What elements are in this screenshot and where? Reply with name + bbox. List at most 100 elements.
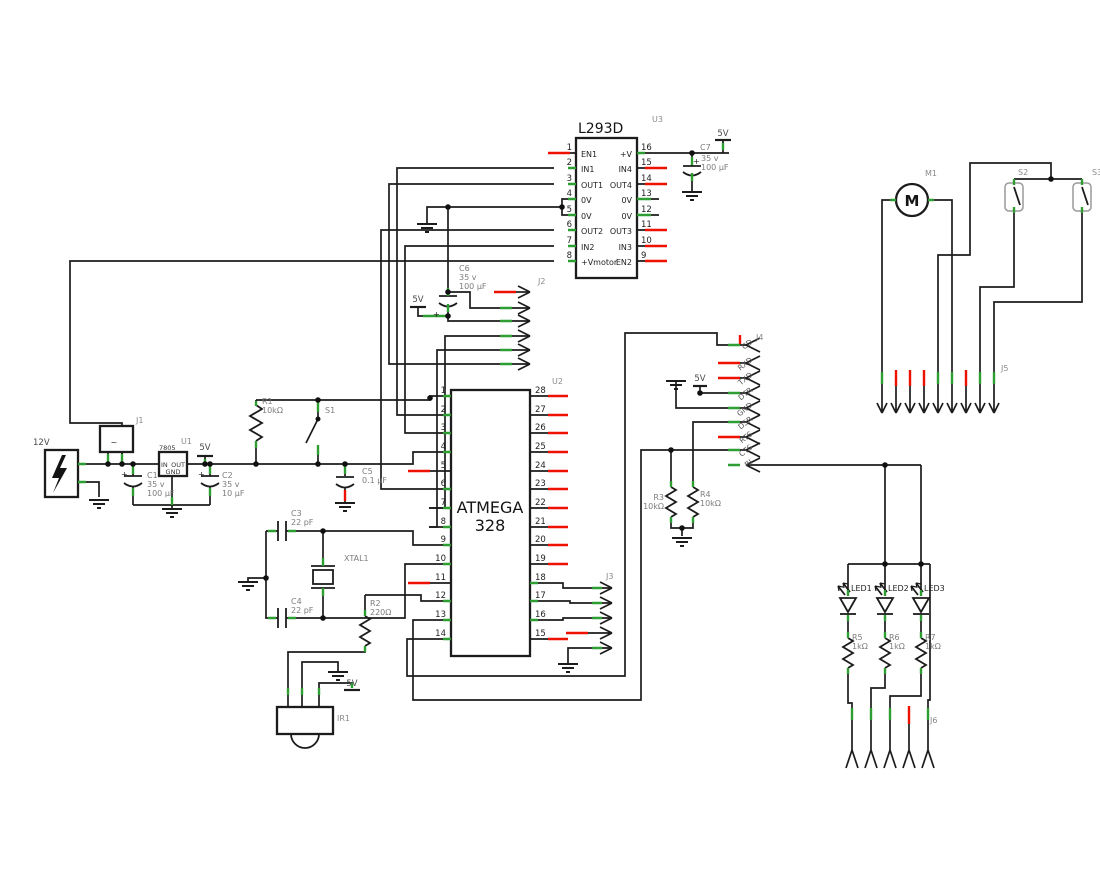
j4-pin-cd: CD	[740, 337, 754, 351]
atmega-title-line1: ATMEGA	[457, 498, 524, 517]
c6-voltage: 35 v	[459, 273, 477, 282]
atmega-pinnum-1: 1	[441, 386, 446, 396]
c1-plus: +	[121, 470, 128, 479]
l293d-pinnum-6: 6	[567, 220, 572, 230]
l293d-pinnum-11: 11	[641, 220, 652, 230]
atmega-pinnum-13: 13	[435, 610, 446, 620]
switch-s3	[1072, 182, 1092, 212]
resistor-r4	[686, 486, 700, 518]
j2-ref: J2	[537, 277, 545, 286]
c3-value: 22 pF	[291, 518, 314, 527]
crystal-section-wires	[247, 530, 429, 695]
atmega-pinnum-6: 6	[441, 479, 446, 489]
switch-s2	[1004, 182, 1024, 212]
j4-ref: J4	[755, 333, 763, 342]
ir1-ref: IR1	[337, 714, 350, 723]
atmega-pinnum-12: 12	[435, 591, 446, 601]
l293d-pinname-0v-c: 0V	[621, 196, 632, 205]
c7-ref: C7	[700, 143, 711, 152]
c7-value: 100 µF	[701, 163, 729, 172]
l293d-ref: U3	[652, 115, 663, 124]
led2-label: LED2	[888, 584, 909, 593]
r5-ref: R5	[852, 633, 863, 642]
capacitor-c1	[123, 475, 143, 488]
l293d-pinnum-16: 16	[641, 143, 652, 153]
l293d-pinnum-14: 14	[641, 174, 652, 184]
u1-part: 7805	[159, 444, 176, 452]
j4-pin-rxd: RXD	[736, 355, 754, 372]
l293d-pinname-out3: OUT3	[610, 227, 632, 236]
lightning-bolt-icon	[52, 455, 67, 493]
capacitor-c2	[200, 475, 220, 488]
l293d-pinnum-5: 5	[567, 205, 572, 215]
r1-ref: R1	[262, 397, 273, 406]
unconnected-stubs	[343, 151, 968, 724]
ground-symbols	[89, 191, 702, 681]
c2-value: 10 µF	[222, 489, 245, 498]
l293d-pinnum-9: 9	[641, 251, 646, 261]
atmega-pinnum-25: 25	[535, 442, 546, 452]
l293d-pinname-0v-a: 0V	[581, 196, 592, 205]
s3-ref: S3	[1092, 168, 1100, 177]
l293d-pinnum-8: 8	[567, 251, 572, 261]
l293d-pinname-en2: EN2	[616, 258, 632, 267]
atmega-pinnum-9: 9	[441, 535, 446, 545]
c4-ref: C4	[291, 597, 302, 606]
atmega-pinnum-2: 2	[441, 405, 446, 415]
j4-pin-rts: RTS	[738, 429, 755, 445]
c1-ref: C1	[147, 471, 158, 480]
led-led3	[910, 582, 931, 615]
l293d-pinnum-3: 3	[567, 174, 572, 184]
atmega-pinnum-7: 7	[441, 498, 446, 508]
ground-icon-c7	[682, 191, 702, 201]
l293d-pinnum-2: 2	[567, 158, 572, 168]
l293d-pinnum-1: 1	[567, 143, 572, 153]
switch-s1	[315, 416, 321, 422]
l293d-chip	[554, 136, 659, 280]
c7-5v-label: 5V	[717, 129, 728, 139]
ground-icon-battery	[89, 499, 109, 509]
l293d-pinname-in2: IN2	[581, 243, 594, 252]
m1-symbol: M	[905, 192, 920, 210]
l293d-pinname-in1: IN1	[581, 165, 594, 174]
l293d-pinnum-10: 10	[641, 236, 652, 246]
l293d-pinname-out1: OUT1	[581, 181, 603, 190]
connector-j2	[516, 285, 531, 371]
j5-ref: J5	[1000, 364, 1008, 373]
atmega-pinnum-19: 19	[535, 554, 546, 564]
u1-5v-label: 5V	[199, 443, 210, 453]
l293d-title: L293D	[578, 121, 623, 137]
atmega-pin-stubs	[429, 395, 552, 640]
r2-ref: R2	[370, 599, 381, 608]
l293d-pinnum-13: 13	[641, 189, 652, 199]
led3-label: LED3	[924, 584, 945, 593]
led-led2	[874, 582, 895, 615]
atmega328-chip	[429, 388, 552, 658]
atmega-pinnum-8: 8	[441, 517, 446, 527]
atmega-pinnum-27: 27	[535, 405, 546, 415]
l293d-pinname-0v-b: 0V	[581, 212, 592, 221]
atmega-pinnum-14: 14	[435, 629, 446, 639]
atmega-pinnum-23: 23	[535, 479, 546, 489]
c1-value: 100 µF	[147, 489, 175, 498]
atmega-pinnum-22: 22	[535, 498, 546, 508]
s1-ref: S1	[325, 406, 335, 415]
c6-value: 100 µF	[459, 282, 487, 291]
j4-pin-dtr: DTR	[736, 385, 754, 402]
l293d-pinnum-4: 4	[567, 189, 572, 199]
regulator-7805	[157, 450, 189, 478]
capacitor-c5	[335, 476, 355, 489]
j1-symbol: ~	[111, 438, 118, 447]
c3-ref: C3	[291, 509, 302, 518]
r3-value: 10kΩ	[643, 502, 664, 511]
c6-ref: C6	[459, 264, 470, 273]
c6-plus: +	[433, 310, 440, 319]
u1-pin-gnd: GND	[166, 468, 181, 476]
ground-icon-j4	[666, 380, 686, 390]
r1-value: 10kΩ	[262, 406, 283, 415]
atmega-ref: U2	[552, 377, 563, 386]
j6-ref: J6	[929, 716, 937, 725]
resistor-r1	[248, 404, 264, 442]
